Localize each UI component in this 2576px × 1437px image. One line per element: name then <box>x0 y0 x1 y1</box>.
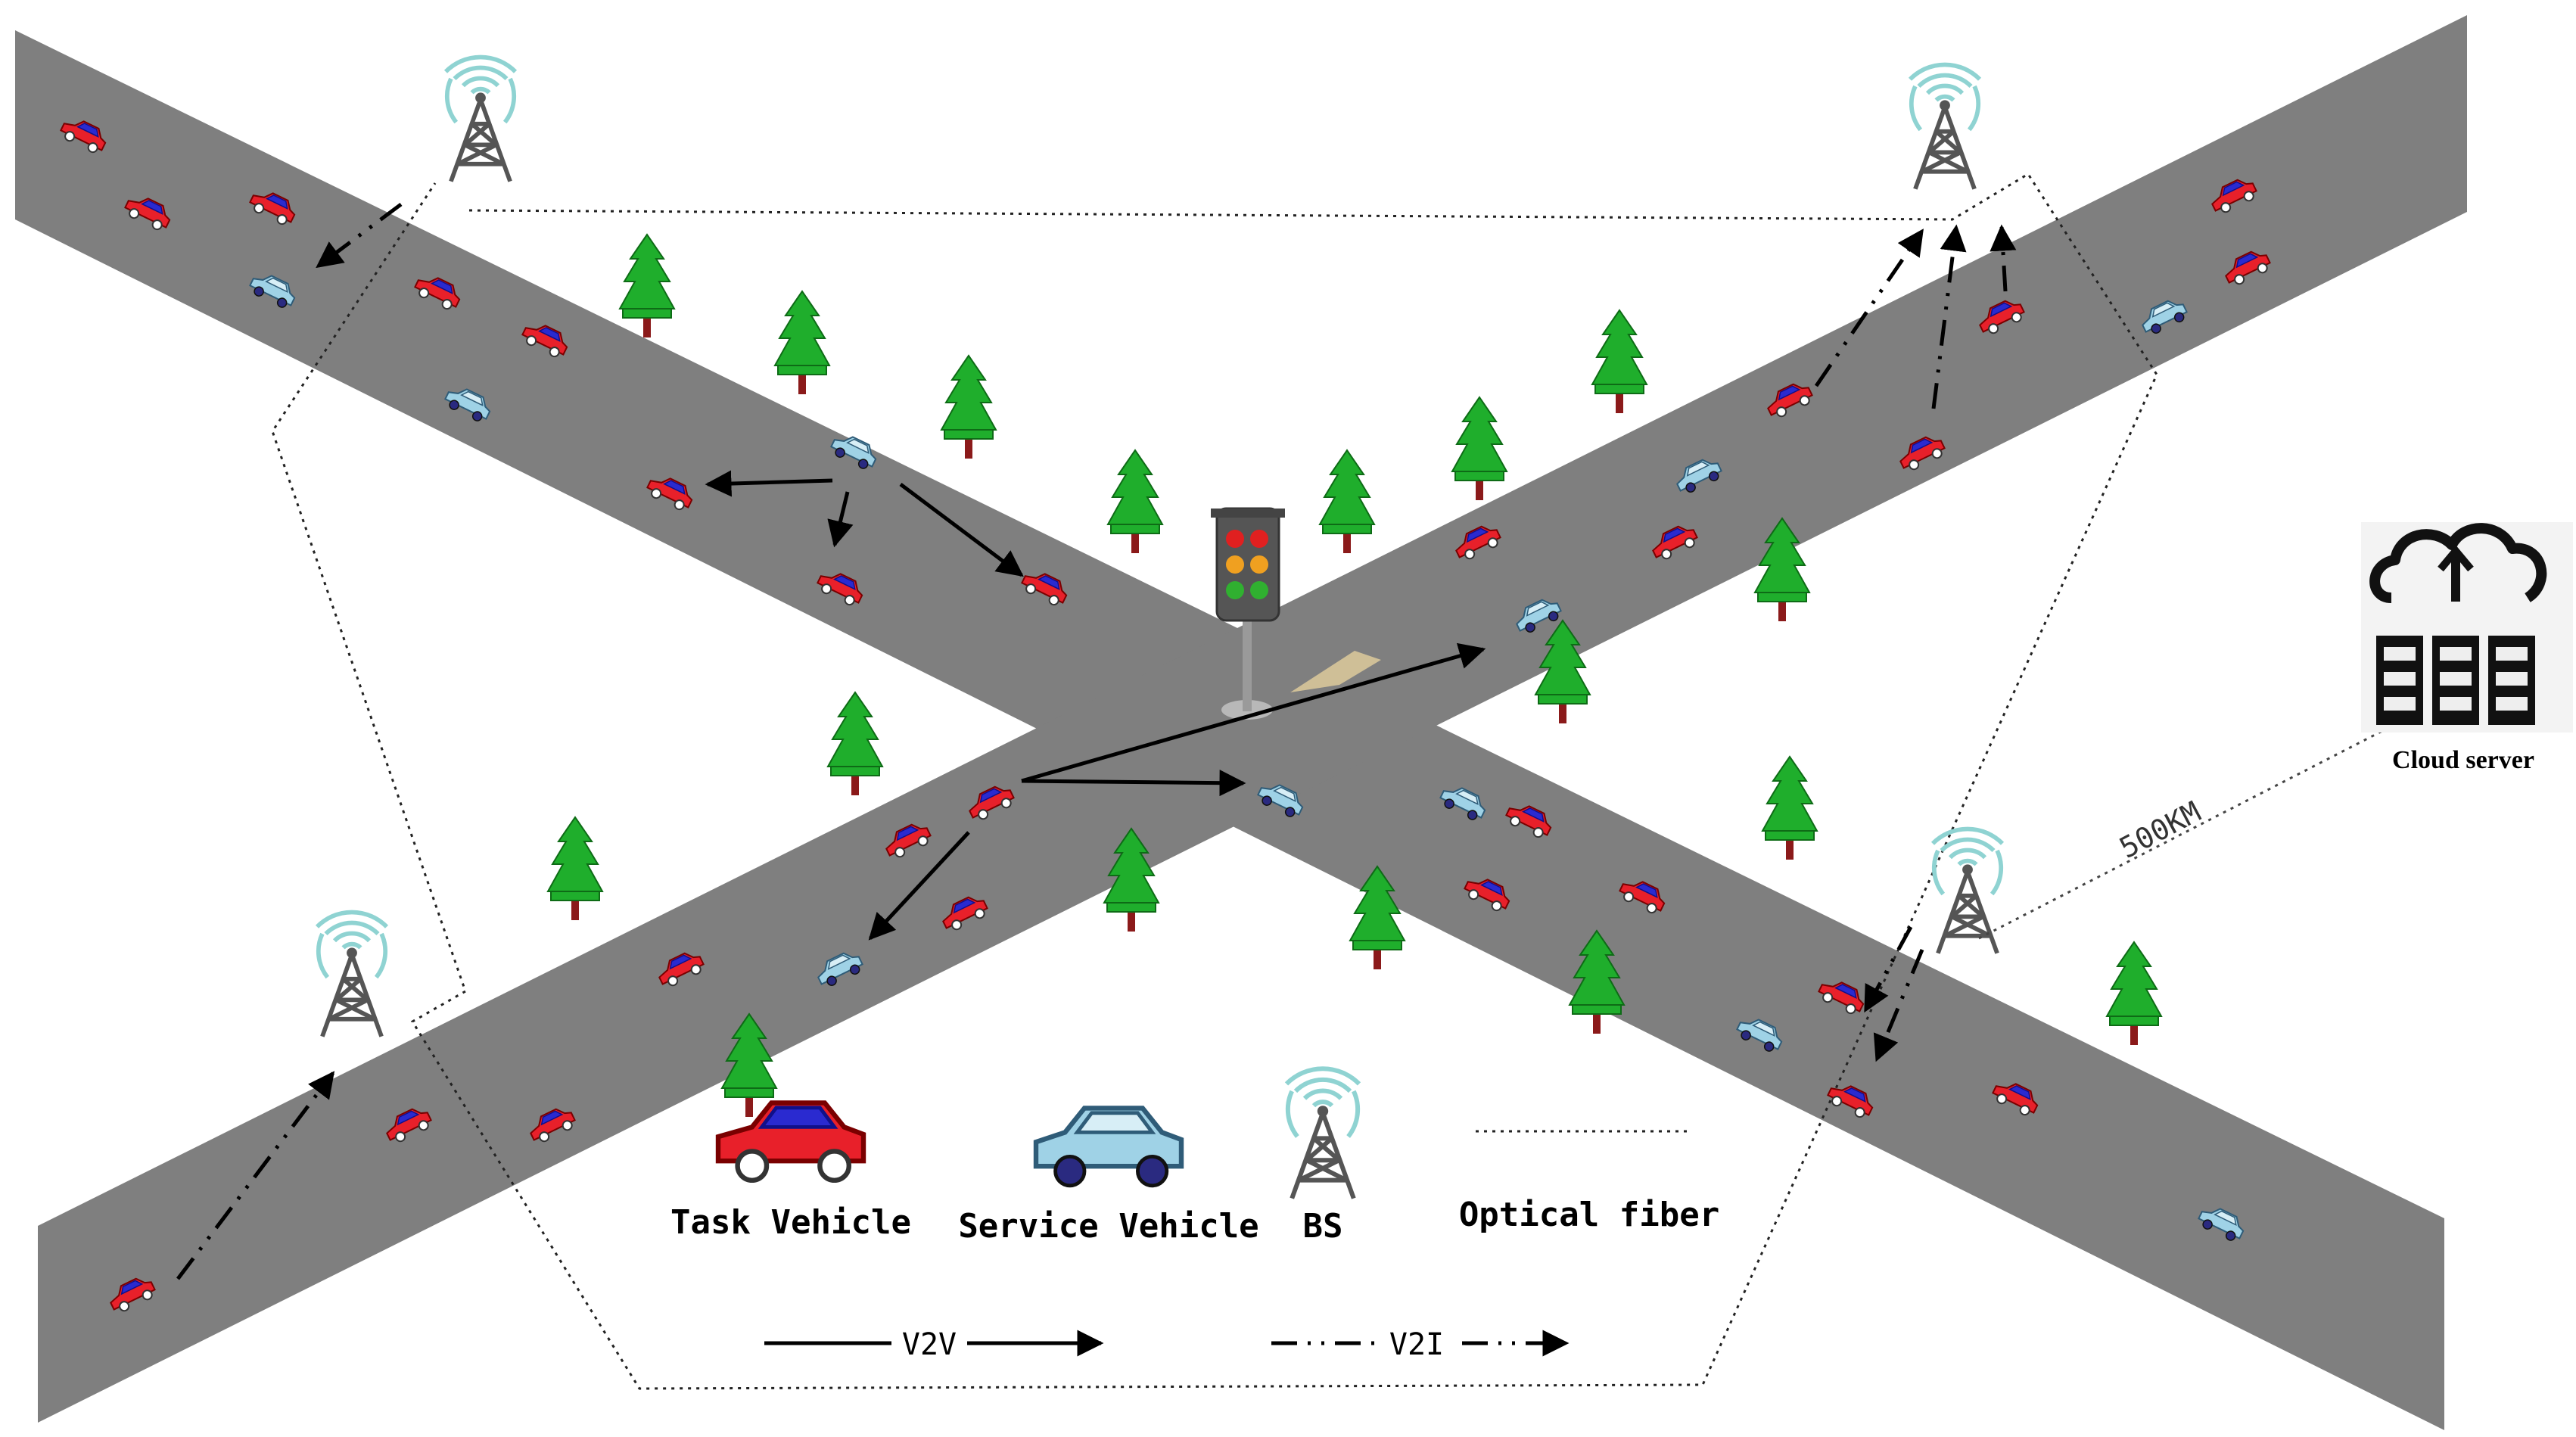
legend-task-vehicle-icon <box>718 1103 863 1180</box>
base-station-icon <box>317 912 387 1036</box>
v2i-links <box>176 202 2017 1280</box>
tree-icon <box>1451 397 1507 501</box>
legend-task-vehicle-label: Task Vehicle <box>670 1203 911 1242</box>
legend-service-vehicle-label: Service Vehicle <box>958 1207 1258 1246</box>
base-station-icon <box>446 57 515 181</box>
tree-icon <box>1591 309 1647 414</box>
v2v-links <box>705 470 1486 941</box>
tree-icon <box>2106 941 2162 1046</box>
legend-optical-fiber-label: Optical fiber <box>1459 1196 1719 1234</box>
legend-service-vehicle-icon <box>1036 1108 1181 1185</box>
tree-icon <box>774 291 830 395</box>
tree-icon <box>1762 756 1818 860</box>
legend-v2i-label: V2I <box>1389 1327 1444 1362</box>
cloud-server-icon <box>2361 522 2573 732</box>
tree-icon <box>1107 449 1163 554</box>
base-station-icon <box>1933 829 2002 953</box>
legend-v2v-label: V2V <box>902 1327 957 1362</box>
cloud-server-label: Cloud server <box>2392 746 2534 774</box>
tree-icon <box>1319 449 1375 554</box>
legend-base-station-icon <box>1286 1068 1359 1198</box>
optical-fiber-loop <box>271 172 2158 1390</box>
legend-bs-label: BS <box>1303 1207 1343 1246</box>
distance-label: 500KM <box>2114 795 2207 865</box>
tree-icon <box>547 816 603 921</box>
tree-icon <box>827 692 883 796</box>
traffic-light-icon <box>1211 507 1381 720</box>
bs-cloud-link <box>1978 729 2385 940</box>
tree-icon <box>619 234 675 338</box>
tree-icon <box>941 355 997 459</box>
base-station-icon <box>1910 64 1980 188</box>
legend: Task Vehicle Service Vehicle BS Optical … <box>670 1068 1719 1362</box>
